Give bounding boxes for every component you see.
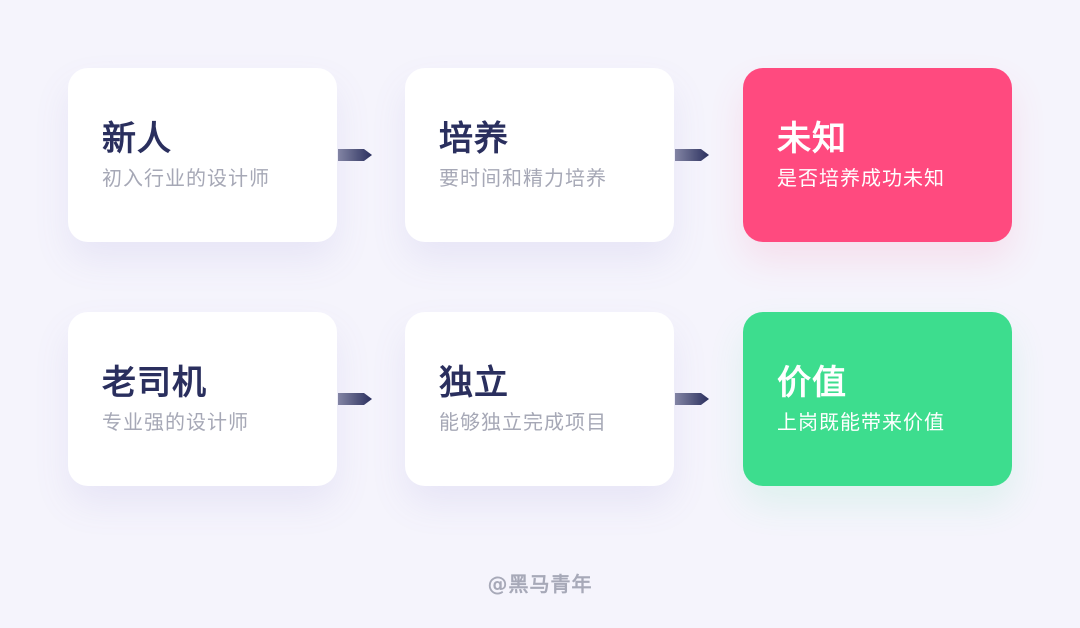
card-veteran: 老司机 专业强的设计师 [68,312,337,486]
card-title: 老司机 [102,363,207,403]
card-desc: 初入行业的设计师 [102,166,270,190]
card-newcomer: 新人 初入行业的设计师 [68,68,337,242]
card-independent: 独立 能够独立完成项目 [405,312,674,486]
card-title: 未知 [777,119,847,159]
arrow-right-icon [338,149,372,161]
card-title: 独立 [439,363,509,403]
card-desc: 能够独立完成项目 [439,410,607,434]
card-title: 新人 [102,119,172,159]
arrow-right-icon [338,393,372,405]
arrow-right-icon [675,149,709,161]
card-desc: 专业强的设计师 [102,410,249,434]
card-desc: 上岗既能带来价值 [777,410,945,434]
watermark: @黑马青年 [487,572,593,596]
card-desc: 是否培养成功未知 [777,166,945,190]
card-title: 价值 [777,363,847,403]
card-training: 培养 要时间和精力培养 [405,68,674,242]
card-desc: 要时间和精力培养 [439,166,607,190]
card-value: 价值 上岗既能带来价值 [743,312,1012,486]
arrow-right-icon [675,393,709,405]
card-title: 培养 [439,119,509,159]
card-unknown: 未知 是否培养成功未知 [743,68,1012,242]
